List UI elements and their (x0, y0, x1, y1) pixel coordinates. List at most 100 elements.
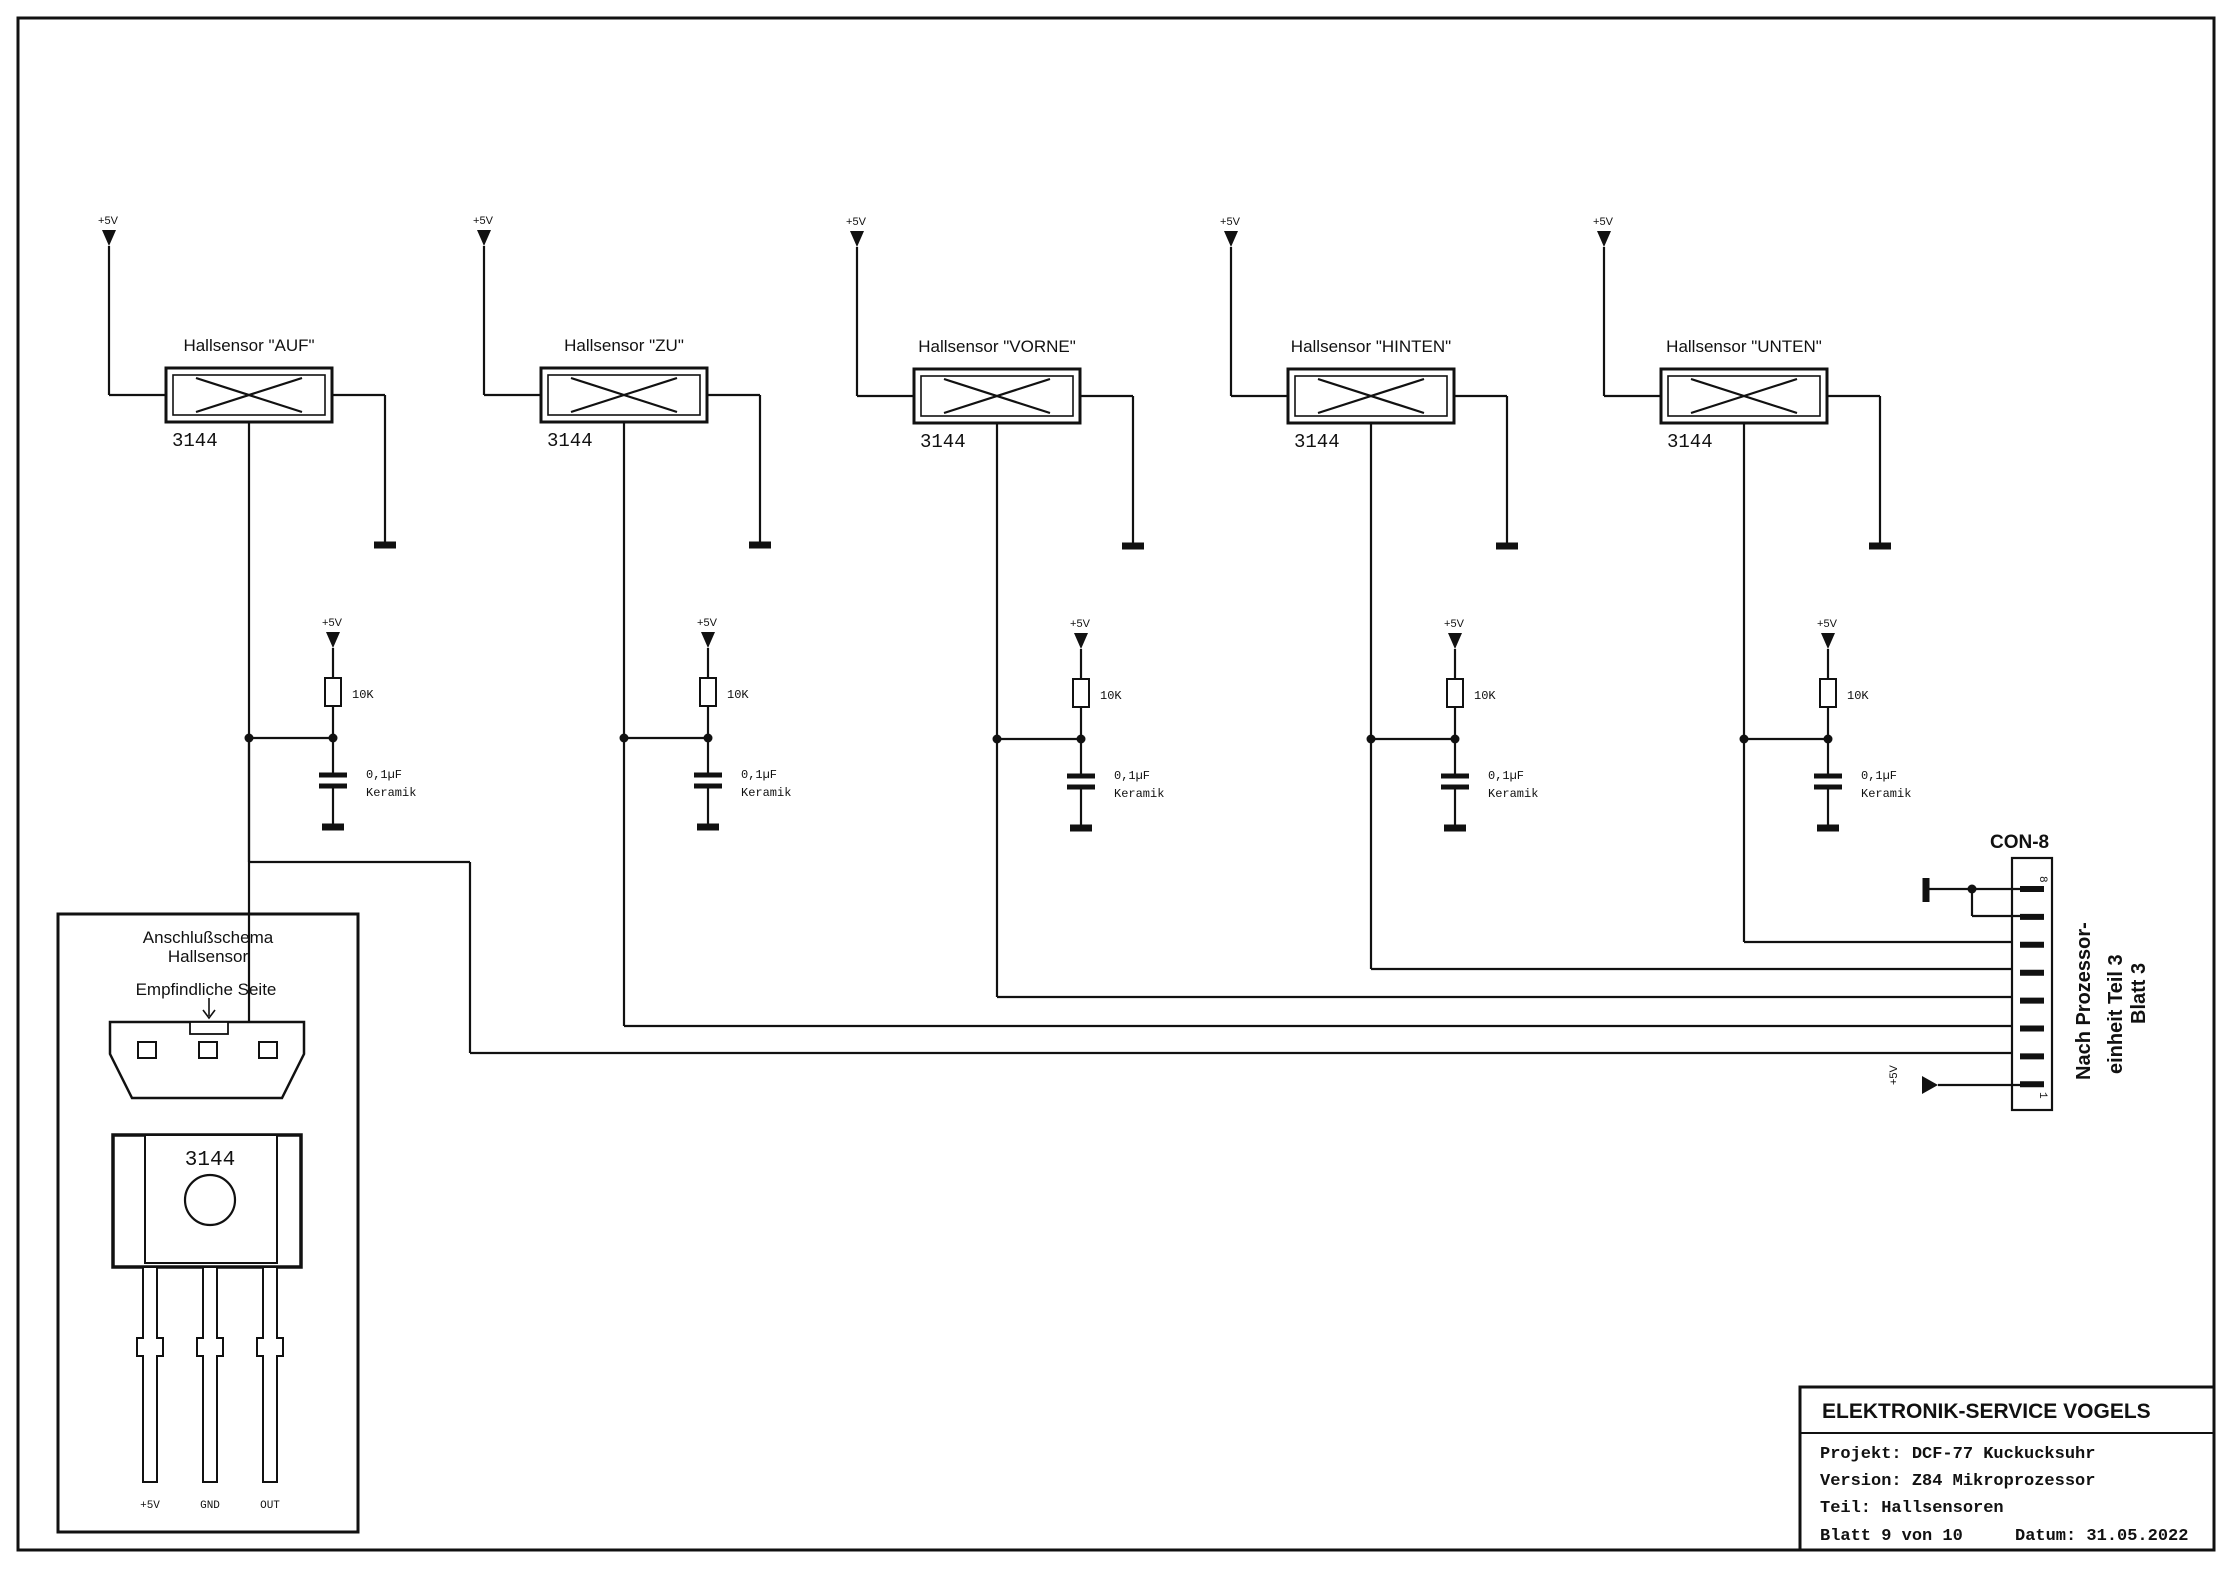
sensor-supply-label: +5V (846, 216, 867, 228)
hall-sensor-cross (1690, 377, 1798, 415)
pinout-legs: +5V GND OUT (136, 1266, 284, 1512)
junction-dot (1366, 734, 1376, 744)
hall-sensor-inner (1667, 375, 1821, 417)
sensor-supply-label: +5V (473, 215, 494, 227)
connector-destination-line3: Blatt 3 (2128, 963, 2150, 1024)
connector-supply-label: +5V (1888, 1064, 1900, 1085)
connector-destination-line1: Nach Prozessor- (2073, 922, 2095, 1080)
version-line: Version: Z84 Mikroprozessor (1820, 1472, 2095, 1491)
pullup-supply-arrow (326, 632, 340, 648)
sensor-leg (256, 1266, 284, 1483)
pullup-supply-arrow (1448, 633, 1462, 649)
sensor-channel-1: +5V Hallsensor "AUF" 3144 +5V 10K 0,1µF Kerami… (98, 215, 2026, 1055)
hall-sensor-cross (943, 377, 1051, 415)
hall-sensor-cross (195, 376, 303, 414)
project-line: Projekt: DCF-77 Kuckucksuhr (1820, 1445, 2095, 1464)
capacitor-type: Keramik (1488, 787, 1538, 801)
hall-sensor-inner (172, 374, 326, 416)
title-block: ELEKTRONIK-SERVICE VOGELS Projekt: DCF-7… (1798, 1385, 2216, 1552)
sensor-top-view (108, 1020, 306, 1100)
sensor-part-number: 3144 (1294, 431, 1340, 453)
sensor-name: Hallsensor "AUF" (183, 336, 314, 355)
pullup-supply-label: +5V (1444, 618, 1465, 630)
pinout-title-line1: Anschlußschema (143, 928, 274, 947)
sensor-leg (136, 1266, 164, 1483)
junction-dot (1739, 734, 1749, 744)
hall-sensor-cross (570, 376, 678, 414)
pinout-inset: Anschlußschema Hallsensor Empfindliche S… (56, 912, 360, 1534)
sensor-supply-label: +5V (1593, 216, 1614, 228)
connector-name: CON-8 (1990, 832, 2049, 853)
sensor-part-number: 3144 (920, 431, 966, 453)
pinout-sensitive-side-label: Empfindliche Seite (136, 980, 277, 999)
capacitor-value: 0,1µF (366, 768, 402, 782)
pullup-supply-label: +5V (1817, 618, 1838, 630)
date-line: Datum: 31.05.2022 (2015, 1527, 2188, 1546)
hall-sensor-inner (1294, 375, 1448, 417)
sensor-supply-arrow (850, 231, 864, 247)
pullup-supply-arrow (1074, 633, 1088, 649)
sensor-part-number: 3144 (172, 430, 218, 452)
resistor-value: 10K (727, 688, 749, 702)
resistor-symbol (1819, 678, 1837, 708)
sensor-leg (196, 1266, 224, 1483)
sensor-name: Hallsensor "UNTEN" (1666, 337, 1822, 356)
title-block-frame (1798, 1385, 2216, 1552)
sensor-supply-arrow (102, 230, 116, 246)
connector-destination-line2: einheit Teil 3 (2105, 954, 2127, 1074)
hall-sensor-cross (1317, 377, 1425, 415)
sensor-supply-arrow (477, 230, 491, 246)
company-name: ELEKTRONIK-SERVICE VOGELS (1822, 1400, 2151, 1423)
capacitor-value: 0,1µF (741, 768, 777, 782)
hall-sensor-inner (547, 374, 701, 416)
pinout-frame (56, 912, 360, 1534)
sensor-channels: +5V Hallsensor "AUF" 3144 +5V 10K 0,1µF Kerami… (98, 215, 2026, 1055)
junction-dot (619, 733, 629, 743)
resistor-symbol (1072, 678, 1090, 708)
sensor-face-circle (183, 1173, 237, 1227)
pullup-supply-label: +5V (697, 617, 718, 629)
pin-label: GND (200, 1500, 220, 1512)
sensor-channel-2: +5V Hallsensor "ZU" 3144 +5V 10K 0,1µF Keramik (473, 215, 2026, 1028)
resistor-symbol (1446, 678, 1464, 708)
connector-supply-arrow (1922, 1076, 1938, 1094)
sensor-part-number: 3144 (1667, 431, 1713, 453)
resistor-value: 10K (1474, 689, 1496, 703)
connector-pin-1-label: 1 (2036, 1092, 2048, 1099)
capacitor-value: 0,1µF (1488, 769, 1524, 783)
sensor-supply-label: +5V (1220, 216, 1241, 228)
capacitor-type: Keramik (741, 786, 791, 800)
resistor-symbol (324, 677, 342, 707)
connector-pin-8-label: 8 (2036, 876, 2048, 883)
sheet-line: Blatt 9 von 10 (1820, 1527, 1963, 1546)
hall-sensor-inner (920, 375, 1074, 417)
resistor-symbol (699, 677, 717, 707)
junction-dot (992, 734, 1002, 744)
resistor-value: 10K (352, 688, 374, 702)
pullup-supply-label: +5V (1070, 618, 1091, 630)
pullup-supply-label: +5V (322, 617, 343, 629)
pullup-supply-arrow (1821, 633, 1835, 649)
part-line: Teil: Hallsensoren (1820, 1499, 2004, 1518)
pinout-title-line2: Hallsensor (168, 947, 249, 966)
pin-label: +5V (140, 1500, 160, 1512)
connector-junction (1967, 884, 1977, 894)
sensor-name: Hallsensor "HINTEN" (1291, 337, 1451, 356)
capacitor-value: 0,1µF (1861, 769, 1897, 783)
sensor-name: Hallsensor "ZU" (564, 336, 684, 355)
pin-label: OUT (260, 1500, 280, 1512)
capacitor-type: Keramik (366, 786, 416, 800)
pinout-part-label: 3144 (185, 1149, 235, 1172)
sensor-supply-arrow (1597, 231, 1611, 247)
connector-con8: CON-8 8 1 +5V Nach Prozessor- einheit Te… (1888, 832, 2150, 1112)
sensor-supply-arrow (1224, 231, 1238, 247)
sensor-supply-label: +5V (98, 215, 119, 227)
resistor-value: 10K (1100, 689, 1122, 703)
capacitor-type: Keramik (1114, 787, 1164, 801)
connector-body (2010, 856, 2054, 1112)
sensor-part-number: 3144 (547, 430, 593, 452)
pullup-supply-arrow (701, 632, 715, 648)
resistor-value: 10K (1847, 689, 1869, 703)
